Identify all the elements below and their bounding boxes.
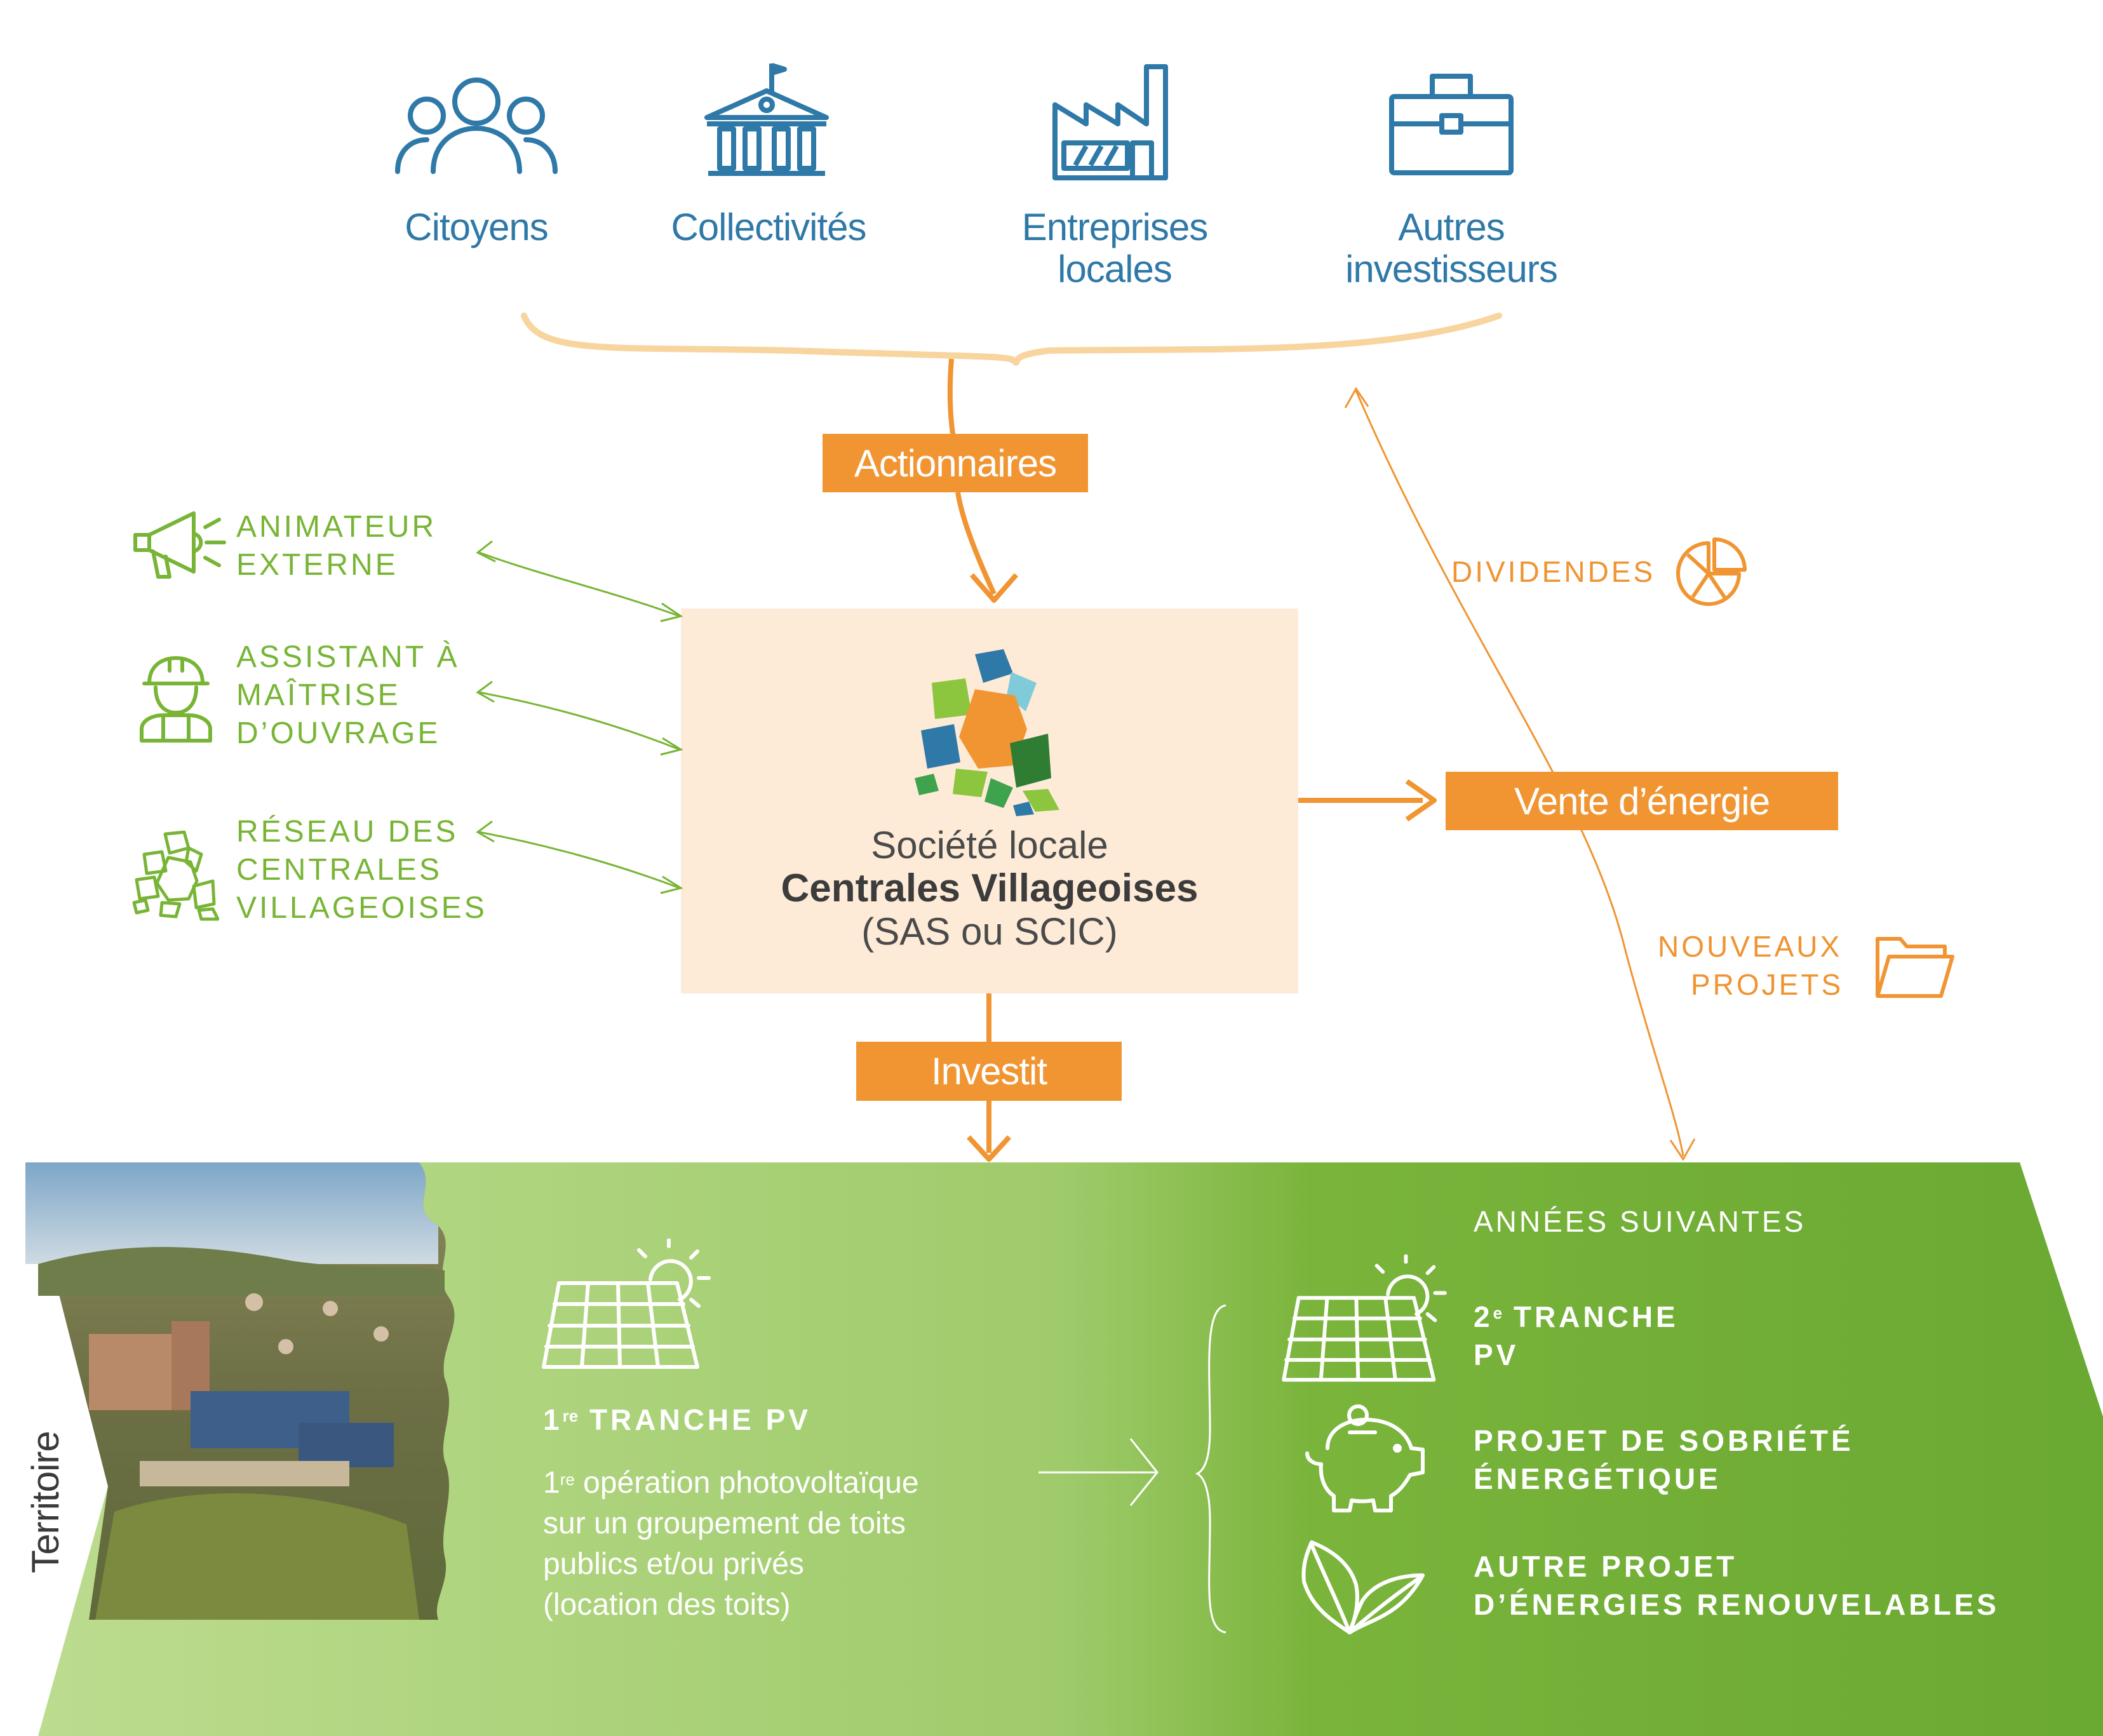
leaf-icon (1301, 1540, 1425, 1634)
partner-animateur-line2: EXTERNE (236, 548, 398, 582)
shareholder-autres-label: Autres investisseurs (1345, 206, 1558, 290)
vente-energie-box: Vente d’énergie (1446, 772, 1838, 830)
solar-panel-icon (542, 1239, 711, 1369)
partner-reseau-line3: VILLAGEOISES (236, 891, 487, 925)
sobriety-line2: ÉNERGÉTIQUE (1474, 1462, 1721, 1495)
center-line2: Centrales Villageoises (781, 866, 1199, 910)
center-line1: Société locale (871, 824, 1108, 866)
worker-icon (140, 656, 212, 743)
town-hall-icon (704, 63, 829, 176)
dividendes-label: DIVIDENDES (1451, 555, 1656, 588)
factory-icon (1052, 64, 1168, 180)
second-tranche-line2: PV (1474, 1338, 1519, 1371)
partner-amo-line3: D’OUVRAGE (236, 717, 441, 750)
folder-icon (1876, 937, 1954, 998)
partner-reseau-line1: RÉSEAU DES (236, 815, 459, 849)
shareholder-entreprises-label: Entreprises locales (1021, 206, 1208, 290)
shareholder-collectivites-label: Collectivités (671, 206, 866, 248)
partner-animateur-line1: ANIMATEUR (236, 510, 437, 544)
megaphone-icon (133, 511, 226, 579)
other-project-line2: D’ÉNERGIES RENOUVELABLES (1474, 1588, 1999, 1621)
sobriety-line1: PROJET DE SOBRIÉTÉ (1474, 1424, 1854, 1457)
actionnaires-box: Actionnaires (823, 434, 1088, 492)
partner-amo-line1: ASSISTANT À (236, 640, 460, 674)
nouveaux-projets-line2: PROJETS (1691, 968, 1844, 1001)
piggy-bank-icon (1305, 1404, 1425, 1512)
first-tranche-desc-1: 1re opération photovoltaïque (543, 1466, 919, 1500)
first-tranche-desc-3: publics et/ou privés (543, 1547, 804, 1581)
first-tranche-desc-2: sur un groupement de toits (543, 1507, 906, 1540)
second-tranche-line1: 2e TRANCHE (1474, 1300, 1679, 1333)
next-years-label: ANNÉES SUIVANTES (1474, 1205, 1806, 1238)
partner-reseau-line2: CENTRALES (236, 853, 443, 887)
first-tranche-desc-4: (location des toits) (543, 1588, 791, 1622)
nouveaux-projets-line1: NOUVEAUX (1658, 930, 1843, 963)
shareholder-citoyens-label: Citoyens (405, 206, 548, 248)
territoire-label: Territoire (24, 1431, 67, 1573)
center-line3: (SAS ou SCIC) (861, 910, 1118, 953)
partner-amo-line2: MAÎTRISE (236, 678, 401, 712)
centrales-villageoises-logo (915, 649, 1059, 816)
network-logo-icon (132, 830, 219, 921)
solar-panel-icon-2 (1282, 1255, 1447, 1382)
people-icon (395, 77, 558, 174)
investit-box: Investit (856, 1042, 1122, 1101)
pie-chart-icon (1676, 537, 1747, 606)
briefcase-icon (1389, 74, 1514, 175)
village-photo (25, 1162, 455, 1620)
first-tranche-title: 1re TRANCHE PV (543, 1403, 811, 1436)
other-project-line1: AUTRE PROJET (1474, 1550, 1738, 1583)
